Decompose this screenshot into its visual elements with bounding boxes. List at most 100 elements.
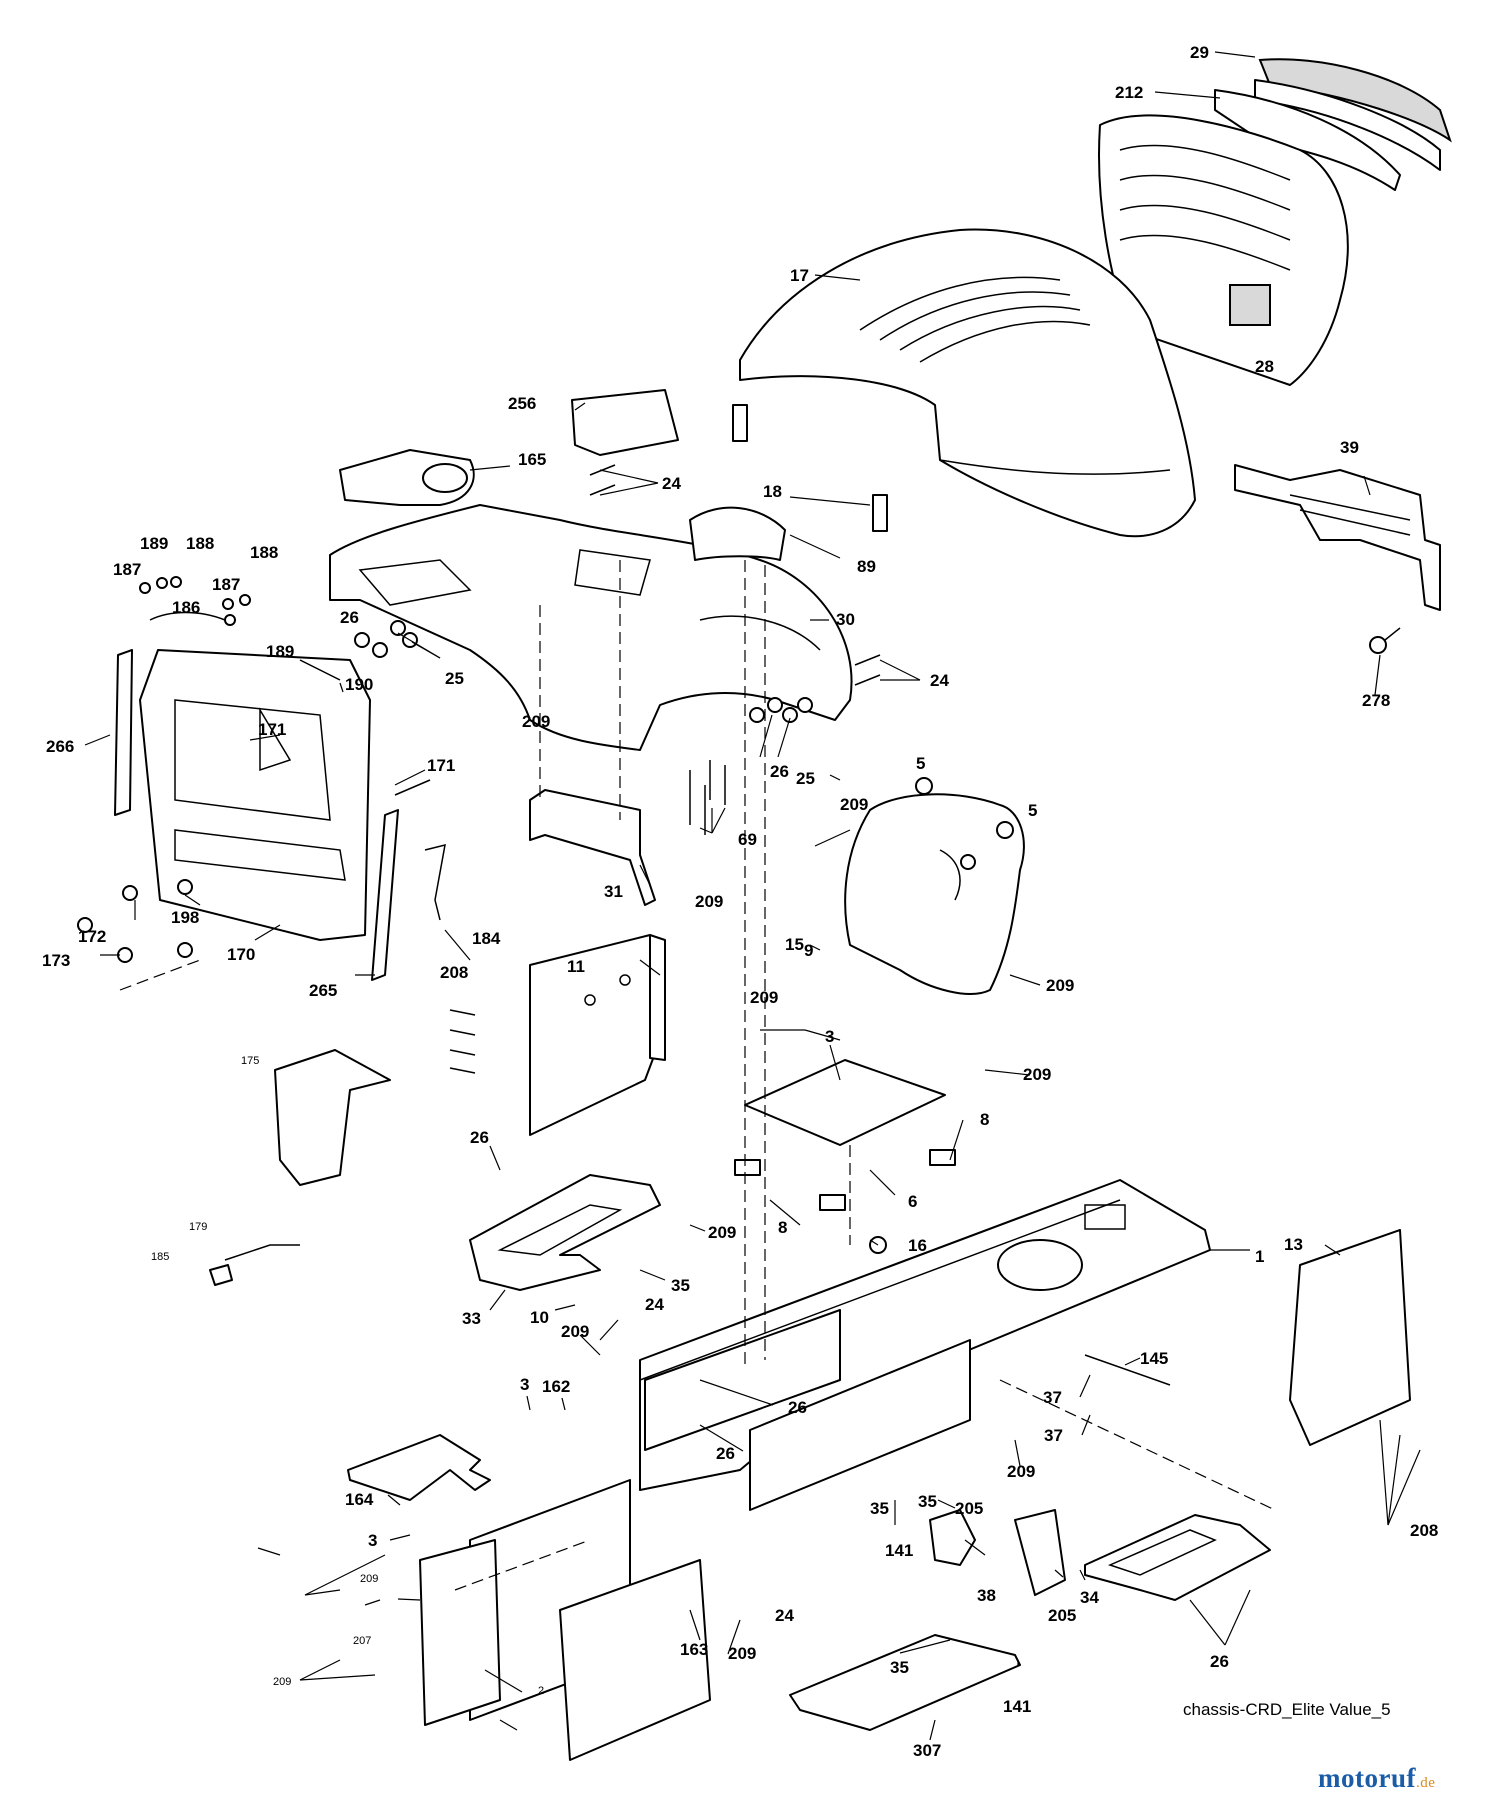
clips-part-8 <box>734 1149 956 1211</box>
callout-5-b: 5 <box>1028 801 1037 820</box>
watermark-logo[interactable]: motoruf.de <box>1318 1763 1435 1794</box>
hood-grille-part-29 <box>1254 58 1452 171</box>
cover-part-256 <box>571 389 679 456</box>
bracket-part-39 <box>1234 464 1441 611</box>
callout-265: 265 <box>309 981 337 1000</box>
callout-10: 10 <box>530 1308 549 1327</box>
callout-209-l: 209 <box>728 1644 756 1663</box>
callout-307: 307 <box>913 1741 941 1760</box>
callout-8-a: 8 <box>980 1110 989 1129</box>
callout-16: 16 <box>908 1236 927 1255</box>
callout-188-a: 188 <box>186 534 214 553</box>
support-part-9 <box>844 793 1025 995</box>
callout-26-d: 26 <box>788 1398 807 1417</box>
callout-209-g: 209 <box>708 1223 736 1242</box>
callout-209-k: 209 <box>273 1676 291 1688</box>
callout-3-a: 3 <box>825 1027 834 1046</box>
trim-strip-part-265 <box>371 809 399 981</box>
callout-278: 278 <box>1362 691 1390 710</box>
callout-145: 145 <box>1140 1349 1168 1368</box>
callout-30: 30 <box>836 610 855 629</box>
leader-lines <box>84 51 1421 1741</box>
callout-171-a: 171 <box>427 756 455 775</box>
console-insert-part-89 <box>689 506 786 561</box>
fender-part-30 <box>329 504 853 751</box>
hardware-parts-171-198 <box>77 779 431 963</box>
callout-69: 69 <box>738 830 757 849</box>
brackets-part-205 <box>929 1509 1066 1596</box>
callout-26-a: 26 <box>340 608 359 627</box>
callout-37-b: 37 <box>1044 1426 1063 1445</box>
rod-part-145 <box>1084 1354 1171 1386</box>
callout-209-e: 209 <box>750 988 778 1007</box>
screw-part-278 <box>1369 627 1401 654</box>
callout-170: 170 <box>227 945 255 964</box>
callout-31: 31 <box>604 882 623 901</box>
bracket-part-164 <box>347 1434 491 1501</box>
assembly-lines <box>119 560 1276 1591</box>
callout-33: 33 <box>462 1309 481 1328</box>
callout-165: 165 <box>518 450 546 469</box>
callout-35-a: 35 <box>671 1276 690 1295</box>
front-grille-part-28 <box>1098 114 1349 386</box>
callout-3-b: 3 <box>520 1375 529 1394</box>
cup-holder-part-165 <box>339 449 475 506</box>
callout-26-b: 26 <box>770 762 789 781</box>
callout-198: 198 <box>171 908 199 927</box>
footrest-part-33 <box>469 1174 661 1291</box>
callout-28: 28 <box>1255 357 1274 376</box>
hood-bumper-part-18 <box>732 404 888 532</box>
callout-171-b: 171 <box>258 720 286 739</box>
callout-209-h: 209 <box>561 1322 589 1341</box>
callout-188-b: 188 <box>250 543 278 562</box>
callout-179: 179 <box>189 1221 207 1233</box>
callout-39: 39 <box>1340 438 1359 457</box>
callout-8-b: 8 <box>778 1218 787 1237</box>
callout-189-b: 189 <box>266 642 294 661</box>
spring-part-184 <box>424 843 446 921</box>
callout-1: 1 <box>1255 1247 1264 1266</box>
callout-labels: 29 212 17 28 39 278 256 165 24 18 89 30 … <box>42 43 1438 1760</box>
callout-24-a: 24 <box>662 474 681 493</box>
linkage-parts-186-190 <box>139 576 341 681</box>
callout-173: 173 <box>42 951 70 970</box>
callout-205-a: 205 <box>955 1499 983 1518</box>
callout-208-b: 208 <box>1410 1521 1438 1540</box>
callout-5-a: 5 <box>916 754 925 773</box>
watermark-brand: motoruf <box>1318 1763 1416 1793</box>
callout-2: 2 <box>538 1685 544 1697</box>
callout-186: 186 <box>172 598 200 617</box>
callout-35-d: 35 <box>890 1658 909 1677</box>
rail-side <box>644 1309 971 1511</box>
guard-part-175 <box>274 1049 391 1186</box>
callout-141-a: 141 <box>885 1541 913 1560</box>
callout-15: 15 <box>785 935 804 954</box>
trim-strip-part-266 <box>114 649 133 816</box>
callout-175: 175 <box>241 1055 259 1067</box>
callout-89: 89 <box>857 557 876 576</box>
callout-208-a: 208 <box>440 963 468 982</box>
dash-panel-part-170 <box>139 649 371 941</box>
diagram-caption: chassis-CRD_Elite Value_5 <box>1183 1700 1391 1719</box>
nuts-part-5 <box>915 777 1014 839</box>
callout-9: 9 <box>804 941 813 960</box>
callout-18: 18 <box>763 482 782 501</box>
callout-24-b: 24 <box>930 671 949 690</box>
plate-part-163 <box>559 1559 711 1761</box>
callout-6: 6 <box>908 1192 917 1211</box>
callout-141-b: 141 <box>1003 1697 1031 1716</box>
callout-209-f: 209 <box>1023 1065 1051 1084</box>
side-panel-part-13 <box>1289 1229 1411 1446</box>
side-panel-part-11 <box>529 934 666 1136</box>
callout-212: 212 <box>1115 83 1143 102</box>
callout-34: 34 <box>1080 1588 1099 1607</box>
callout-38: 38 <box>977 1586 996 1605</box>
callout-209-i: 209 <box>1007 1462 1035 1481</box>
callout-25-a: 25 <box>445 669 464 688</box>
callout-172: 172 <box>78 927 106 946</box>
callout-266: 266 <box>46 737 74 756</box>
callout-26-e: 26 <box>716 1444 735 1463</box>
hood-part-17 <box>739 228 1196 538</box>
callout-189-a: 189 <box>140 534 168 553</box>
